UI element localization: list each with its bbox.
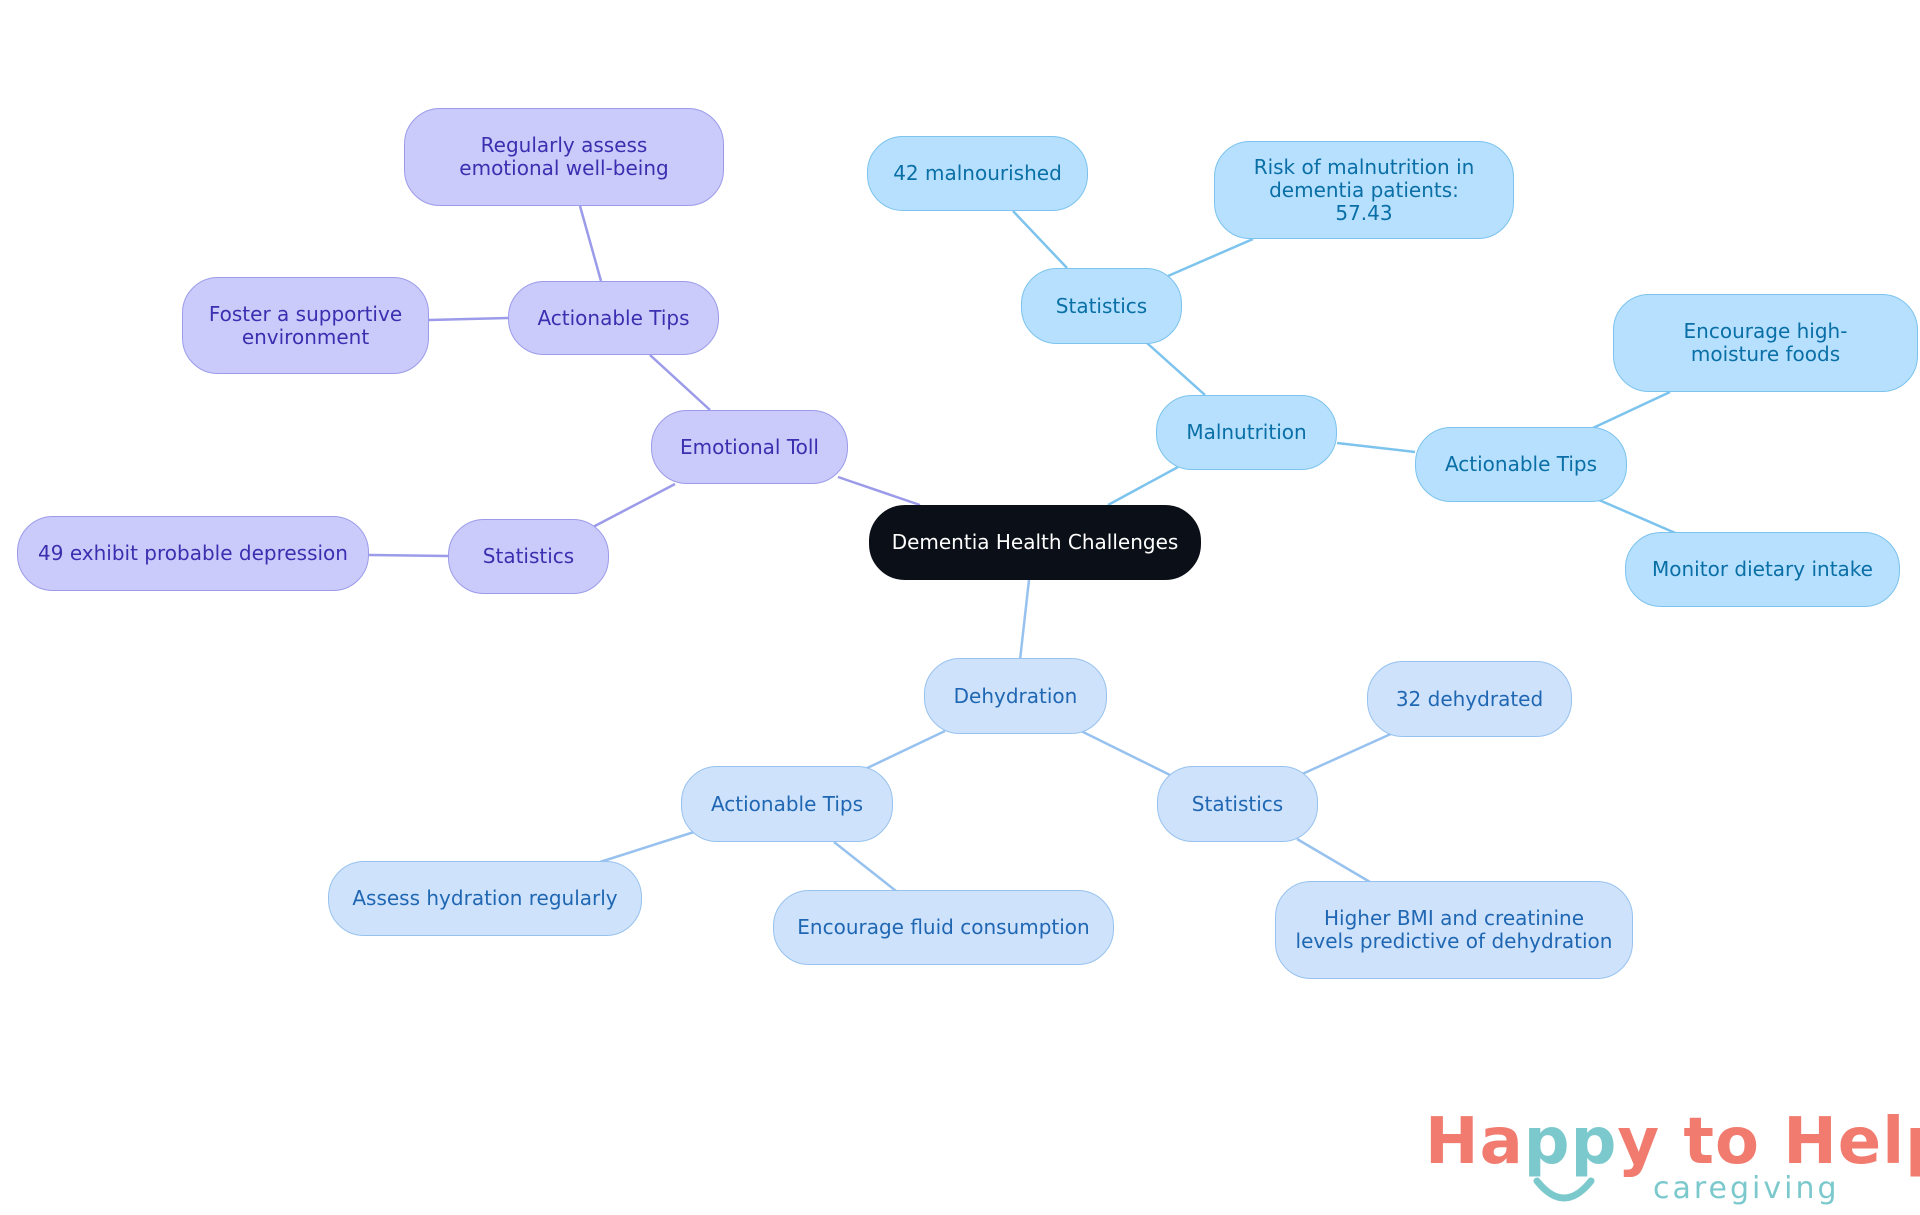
tip-monitor-label: Monitor dietary intake [1652,557,1873,581]
edge-dstats-bmi [1296,837,1371,884]
malnutrition-tips-node[interactable]: Actionable Tips [1415,427,1627,502]
stat-malnourished-node[interactable]: 42 malnourished [867,136,1088,211]
edge-dehydration-tips [860,729,946,773]
edge-mstats-risk [1167,237,1254,278]
stat-depression-node[interactable]: 49 exhibit probable depression [17,516,369,591]
emotional-tips-label: Actionable Tips [537,305,690,330]
tip-fluid-node[interactable]: Encourage fluid consumption [773,890,1114,965]
tip-moisture-label: Encourage high-moisture foods [1683,319,1848,366]
logo-title-part3: y to Help [1617,1105,1920,1179]
malnutrition-node[interactable]: Malnutrition [1156,395,1337,470]
malnutrition-label: Malnutrition [1186,420,1307,444]
dehydration-statistics-node[interactable]: Statistics [1157,766,1318,842]
edge-etips-assess [578,205,603,282]
edge-dtips-assess [599,830,695,864]
tip-monitor-node[interactable]: Monitor dietary intake [1625,532,1900,607]
logo-subtitle: caregiving [1653,1171,1840,1206]
edge-malnutrition-statistics [1146,342,1206,396]
edge-dstats-dehydrated [1299,731,1394,777]
emotional-statistics-label: Statistics [482,544,575,568]
edge-etips-foster [428,316,509,322]
emotional-tips-node[interactable]: Actionable Tips [508,281,719,355]
tip-supportive-label: Foster a supportive environment [208,301,403,349]
dehydration-statistics-label: Statistics [1191,791,1284,816]
stat-dehydrated-node[interactable]: 32 dehydrated [1367,661,1572,737]
dehydration-node[interactable]: Dehydration [924,658,1107,734]
logo-title: Happy to Help [1425,1105,1920,1179]
edge-mtips-monitor [1598,498,1681,537]
happy-to-help-logo: Happy to Help caregiving [1425,1105,1920,1206]
tip-assess-hydration-node[interactable]: Assess hydration regularly [328,861,642,936]
tip-moisture-node[interactable]: Encourage high-moisture foods [1613,294,1918,392]
emotional-toll-node[interactable]: Emotional Toll [651,410,848,484]
stat-bmi-node[interactable]: Higher BMI and creatinine levels predict… [1275,881,1633,979]
edge-dehydration-statistics [1080,729,1173,778]
stat-dehydrated-label: 32 dehydrated [1395,686,1544,711]
edge-mstats-malnourished [1012,210,1068,269]
edge-malnutrition-tips [1336,441,1416,454]
stat-risk-node[interactable]: Risk of malnutrition in dementia patient… [1214,141,1514,239]
tip-assess-emotional-label: Regularly assess emotional well-being [459,133,669,180]
root-node[interactable]: Dementia Health Challenges [869,505,1201,580]
edge-mtips-moisture [1592,390,1671,430]
malnutrition-statistics-label: Statistics [1055,293,1148,318]
dehydration-tips-label: Actionable Tips [710,791,864,816]
edge-root-emotional [837,475,921,507]
edge-emotional-tips [649,354,711,411]
tip-assess-hydration-label: Assess hydration regularly [352,886,618,910]
smile-icon [1533,1177,1595,1202]
emotional-toll-label: Emotional Toll [679,434,819,459]
malnutrition-statistics-node[interactable]: Statistics [1021,268,1182,344]
logo-title-part1: Ha [1425,1105,1524,1179]
stat-depression-label: 49 exhibit probable depression [38,541,348,565]
stat-malnourished-label: 42 malnourished [893,161,1062,185]
tip-supportive-node[interactable]: Foster a supportive environment [182,277,429,374]
stat-bmi-label: Higher BMI and creatinine levels predict… [1295,906,1613,953]
logo-title-part2: pp [1523,1105,1618,1179]
edge-estats-depression [368,553,449,558]
tip-fluid-label: Encourage fluid consumption [797,915,1090,939]
edge-emotional-statistics [592,482,676,529]
malnutrition-tips-label: Actionable Tips [1444,452,1598,476]
dehydration-label: Dehydration [953,683,1078,708]
dehydration-tips-node[interactable]: Actionable Tips [681,766,893,842]
edge-dtips-encourage [833,841,897,892]
emotional-statistics-node[interactable]: Statistics [448,519,609,594]
root-label: Dementia Health Challenges [891,530,1179,554]
stat-risk-label: Risk of malnutrition in dementia patient… [1253,154,1475,225]
edge-root-dehydration [1018,579,1031,661]
edge-root-malnutrition [1107,465,1179,507]
tip-assess-emotional-node[interactable]: Regularly assess emotional well-being [404,108,724,206]
